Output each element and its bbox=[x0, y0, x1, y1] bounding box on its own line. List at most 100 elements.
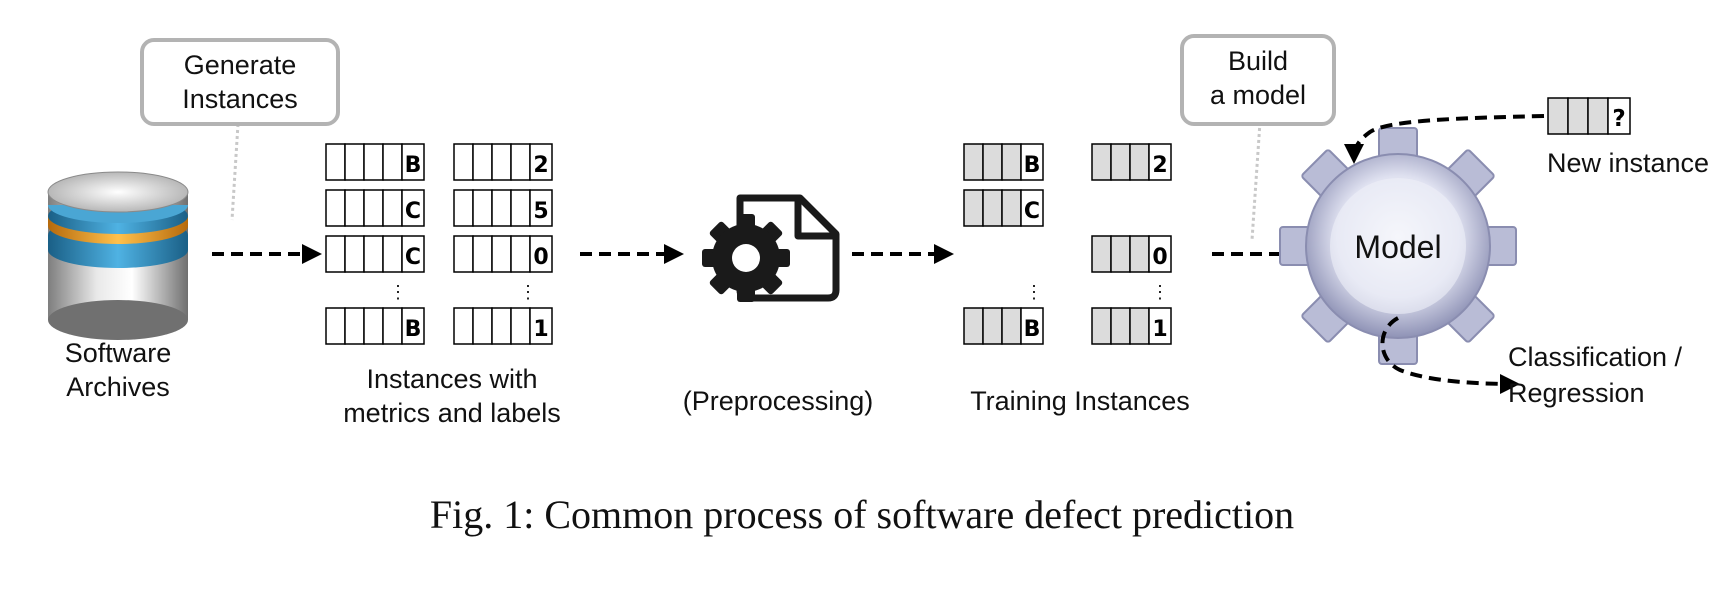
instance-record-class: C bbox=[325, 235, 425, 273]
model-label: Model bbox=[1354, 229, 1441, 265]
record-cell bbox=[325, 143, 346, 181]
record-cell bbox=[472, 143, 493, 181]
instance-record-class: B bbox=[325, 143, 425, 181]
record-label-cell bbox=[401, 235, 425, 273]
generate-callout-pointer bbox=[230, 123, 240, 221]
build-callout-box bbox=[1180, 34, 1336, 126]
record-cell bbox=[963, 307, 984, 345]
record-cell bbox=[510, 189, 531, 227]
record-cell bbox=[382, 189, 403, 227]
instance-record-count: 1 bbox=[453, 307, 553, 345]
build-callout-pointer bbox=[1250, 121, 1262, 241]
record-cell bbox=[363, 235, 384, 273]
record-cell bbox=[963, 189, 984, 227]
generate-callout-label-1: Generate bbox=[184, 50, 297, 80]
record-cell bbox=[1129, 143, 1150, 181]
record-cell bbox=[363, 307, 384, 345]
record-cell bbox=[1129, 307, 1150, 345]
build-callout-label-1: Build bbox=[1228, 46, 1288, 76]
record-label-cell bbox=[1148, 143, 1172, 181]
record-label-cell bbox=[1020, 143, 1044, 181]
instances-label-1: Instances with bbox=[366, 364, 537, 394]
training-record-class: B bbox=[963, 307, 1044, 345]
record-cell bbox=[472, 189, 493, 227]
record-label-cell bbox=[401, 143, 425, 181]
record-cell bbox=[472, 307, 493, 345]
record-label-value: 0 bbox=[533, 245, 548, 270]
record-label-value: 1 bbox=[1152, 317, 1167, 342]
record-cell bbox=[453, 143, 474, 181]
record-cell bbox=[963, 143, 984, 181]
record-label-value: 2 bbox=[1152, 153, 1167, 178]
record-cell bbox=[1001, 143, 1022, 181]
record-cell bbox=[982, 307, 1003, 345]
database-icon bbox=[47, 171, 189, 340]
record-cell bbox=[510, 235, 531, 273]
record-label-cell bbox=[1148, 307, 1172, 345]
record-label-cell bbox=[401, 307, 425, 345]
record-cell bbox=[325, 307, 346, 345]
preprocessing-label: (Preprocessing) bbox=[683, 386, 874, 416]
record-cell bbox=[325, 189, 346, 227]
model-gear-icon bbox=[1279, 127, 1517, 365]
record-label-cell bbox=[529, 307, 553, 345]
record-cell bbox=[382, 307, 403, 345]
record-cell bbox=[982, 189, 1003, 227]
record-cell bbox=[382, 235, 403, 273]
record-cell bbox=[982, 143, 1003, 181]
arrow-model-to-output bbox=[1380, 316, 1520, 394]
record-cell bbox=[1091, 235, 1112, 273]
generate-callout-label-2: Instances bbox=[182, 84, 298, 114]
instance-record-count: 0 bbox=[453, 235, 553, 273]
record-cell bbox=[1110, 307, 1131, 345]
training-record-count: 0 bbox=[1091, 235, 1172, 273]
record-label-value: B bbox=[1024, 317, 1041, 342]
vertical-ellipsis: ⋮ bbox=[519, 282, 537, 302]
record-cell bbox=[1091, 307, 1112, 345]
instance-record-count: 5 bbox=[453, 189, 553, 227]
unknown-label: ? bbox=[1612, 106, 1625, 132]
record-cell bbox=[344, 189, 365, 227]
record-cell bbox=[363, 189, 384, 227]
record-label-value: B bbox=[405, 153, 422, 178]
record-cell bbox=[344, 143, 365, 181]
record-label-value: C bbox=[405, 245, 421, 270]
record-cell bbox=[1110, 143, 1131, 181]
figure-caption: Fig. 1: Common process of software defec… bbox=[430, 492, 1294, 537]
vertical-ellipsis: ⋮ bbox=[1025, 282, 1043, 302]
instance-record-class: C bbox=[325, 189, 425, 227]
record-label-cell bbox=[1020, 189, 1044, 227]
record-cell bbox=[1110, 235, 1131, 273]
record-label-cell bbox=[1148, 235, 1172, 273]
record-cell bbox=[491, 307, 512, 345]
archives-label-2: Archives bbox=[66, 372, 170, 402]
vertical-ellipsis: ⋮ bbox=[389, 282, 407, 302]
record-cell bbox=[453, 189, 474, 227]
output-label-2: Regression bbox=[1508, 378, 1645, 408]
instances-label-2: metrics and labels bbox=[343, 398, 561, 428]
record-label-cell bbox=[529, 235, 553, 273]
record-cell bbox=[1091, 143, 1112, 181]
training-label: Training Instances bbox=[970, 386, 1190, 416]
record-cell bbox=[491, 189, 512, 227]
record-label-cell bbox=[529, 189, 553, 227]
record-label-value: 5 bbox=[533, 199, 548, 224]
record-label-value: B bbox=[405, 317, 422, 342]
new-instance-label: New instance bbox=[1547, 148, 1709, 178]
build-callout-label-2: a model bbox=[1210, 80, 1306, 110]
instance-record-count: 2 bbox=[453, 143, 553, 181]
record-label-value: 1 bbox=[533, 317, 548, 342]
record-label-cell bbox=[1020, 307, 1044, 345]
record-cell bbox=[453, 235, 474, 273]
record-label-cell bbox=[401, 189, 425, 227]
record-label-value: C bbox=[405, 199, 421, 224]
record-cell bbox=[510, 307, 531, 345]
new-instance-record: ? bbox=[1547, 97, 1631, 135]
record-cell bbox=[344, 307, 365, 345]
record-cell bbox=[382, 143, 403, 181]
record-label-cell bbox=[529, 143, 553, 181]
vertical-ellipsis: ⋮ bbox=[1151, 282, 1169, 302]
record-label-value: 2 bbox=[533, 153, 548, 178]
